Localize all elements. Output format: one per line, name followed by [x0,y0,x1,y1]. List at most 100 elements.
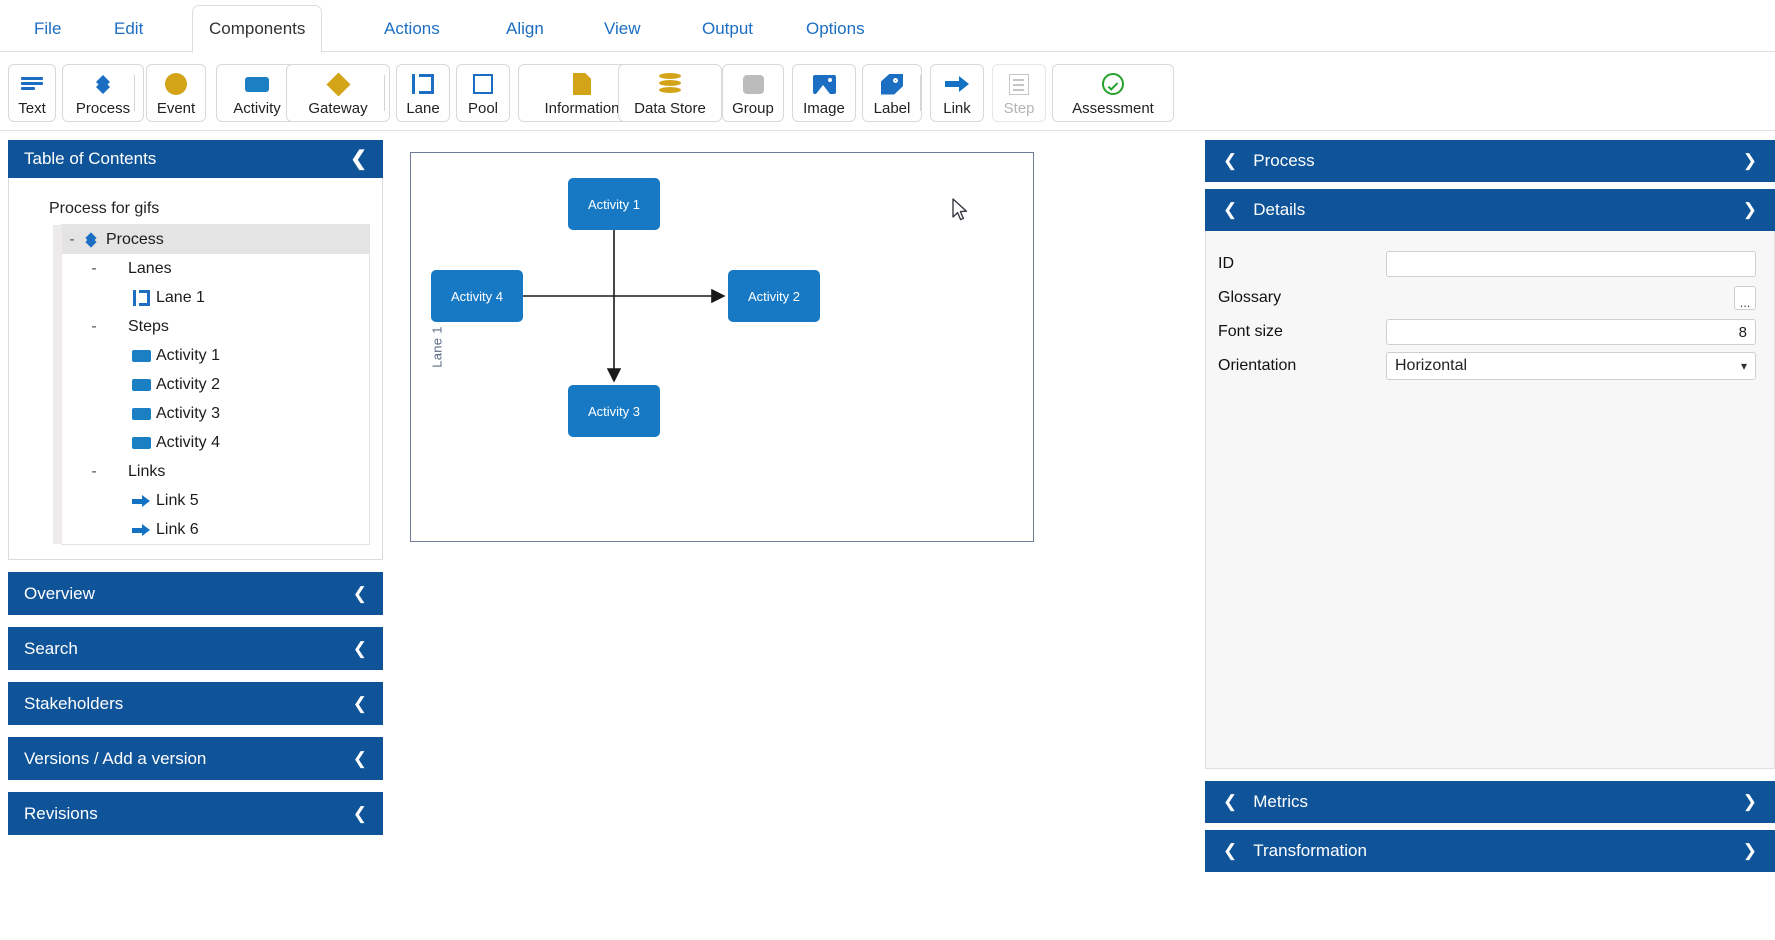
toolbar-button-link[interactable]: Link [930,64,984,122]
toolbar-button-label: Group [732,100,774,117]
chevron-left-icon[interactable]: ❮ [352,638,367,658]
font-size-input[interactable]: 8 [1386,319,1756,345]
toolbar-button-lane[interactable]: Lane [396,64,450,122]
canvas-node-activity-4[interactable]: Activity 4 [431,270,523,322]
menu-tab-view[interactable]: View [604,19,641,38]
toc-item-label: Activity 4 [156,433,221,451]
toc-item-label: Steps [128,317,169,335]
tree-collapse-toggle[interactable]: - [91,259,97,277]
toolbar-button-label: Process [75,100,131,117]
right-panel: ❮ Process ❯ ❮ Details ❯ ID Glossary ... … [1205,140,1775,872]
panel-header-transformation[interactable]: ❮Transformation❯ [1205,830,1775,872]
chevron-right-icon[interactable]: ❯ [1742,151,1757,170]
toc-item-activity-1[interactable]: Activity 1 [62,341,369,370]
menu-tab-align[interactable]: Align [506,19,544,38]
toc-item-link-6[interactable]: Link 6 [62,515,369,544]
panel-header-metrics[interactable]: ❮ Metrics ❯ [1205,781,1775,823]
toolbar-button-label: Label [873,100,911,117]
step-list-icon [1004,71,1034,97]
toolbar-button-assessment[interactable]: Assessment [1052,64,1174,122]
toolbar-button-gateway[interactable]: Gateway [286,64,390,122]
chevron-left-icon[interactable]: ❮ [1223,151,1238,170]
toolbar-button-label[interactable]: Label [862,64,922,122]
menu-tab-options[interactable]: Options [806,19,865,38]
chevron-left-icon[interactable]: ❮ [350,148,367,170]
menu-tab-file[interactable]: File [34,19,62,38]
toolbar-button-activity[interactable]: Activity [216,64,298,122]
toc-item-steps[interactable]: - Steps [62,312,369,341]
panel-title: Metrics [1253,792,1309,811]
chevron-left-icon[interactable]: ❮ [1223,200,1238,219]
link-arrow-icon [130,494,152,507]
toc-item-link-5[interactable]: Link 5 [62,486,369,515]
chevron-left-icon[interactable]: ❮ [352,583,367,603]
chevron-left-icon[interactable]: ❮ [1223,792,1238,811]
canvas-node-activity-1[interactable]: Activity 1 [568,178,660,230]
menu-tab-actions[interactable]: Actions [384,19,440,38]
accordion-stakeholders[interactable]: Stakeholders ❮ [8,682,383,725]
accordion-label: Stakeholders [24,693,124,713]
field-label-glossary: Glossary [1218,289,1282,306]
toc-panel-header[interactable]: Table of Contents ❮ [8,140,383,178]
chevron-right-icon[interactable]: ❯ [1742,841,1757,860]
chevron-left-icon[interactable]: ❮ [352,748,367,768]
activity-rect-icon [130,436,152,449]
toc-item-label: Link 6 [156,520,199,538]
toolbar-button-pool[interactable]: Pool [456,64,510,122]
activity-rect-icon [130,378,152,391]
left-panel: Table of Contents ❮ Process for gifs -Pr… [8,140,383,835]
field-row-id: ID [1218,247,1756,281]
toolbar-button-data-store[interactable]: Data Store [618,64,722,122]
toolbar-button-image[interactable]: Image [792,64,856,122]
toc-item-activity-4[interactable]: Activity 4 [62,428,369,457]
field-label-orientation: Orientation [1218,357,1297,374]
toc-item-links[interactable]: - Links [62,457,369,486]
toolbar-button-text[interactable]: Text [8,64,56,122]
field-label-font-size: Font size [1218,323,1283,340]
canvas-node-activity-2[interactable]: Activity 2 [728,270,820,322]
accordion-search[interactable]: Search ❮ [8,627,383,670]
accordion-revisions[interactable]: Revisions ❮ [8,792,383,835]
toc-item-activity-3[interactable]: Activity 3 [62,399,369,428]
toc-item-label: Links [128,462,166,480]
text-lines-icon [17,71,47,97]
accordion-overview[interactable]: Overview❮ [8,572,383,615]
toolbar-button-event[interactable]: Event [146,64,206,122]
tree-collapse-toggle[interactable]: - [91,462,97,480]
process-diamond-stack-icon [80,232,102,248]
details-form: ID Glossary ... Font size 8 Orientation … [1205,231,1775,769]
toc-item-label: Lane 1 [156,288,205,306]
accordion-label: Search [24,638,78,658]
chevron-left-icon[interactable]: ❮ [1223,841,1238,860]
id-input[interactable] [1386,251,1756,277]
node-label: Activity 1 [587,196,640,212]
toc-item-lane-1[interactable]: Lane 1 [62,283,369,312]
menu-tab-output[interactable]: Output [702,19,754,38]
toc-item-process[interactable]: -Process [62,225,369,254]
toc-item-label: Activity 3 [156,404,221,422]
glossary-browse-button[interactable]: ... [1734,286,1756,310]
chevron-right-icon[interactable]: ❯ [1742,200,1757,219]
process-panel-title: Process [1253,151,1315,170]
toolbar-button-process[interactable]: Process [62,64,144,122]
chevron-right-icon[interactable]: ❯ [1742,792,1757,811]
orientation-select[interactable]: Horizontal ▾ [1386,352,1756,380]
menu-tab-edit[interactable]: Edit [114,19,144,38]
toolbar-button-label: Assessment [1072,100,1154,117]
chevron-left-icon[interactable]: ❮ [352,803,367,823]
toolbar-button-group[interactable]: Group [722,64,784,122]
toc-item-activity-2[interactable]: Activity 2 [62,370,369,399]
diagram-canvas[interactable]: Lane 1 Activity 1 Activity 2 Activity 3 … [410,152,1034,542]
tree-collapse-toggle[interactable]: - [69,230,75,248]
accordion-label: Revisions [24,803,98,823]
process-panel-header[interactable]: ❮ Process ❯ [1205,140,1775,182]
details-panel-header[interactable]: ❮ Details ❯ [1205,189,1775,231]
toc-item-lanes[interactable]: -Lanes [62,254,369,283]
menu-tab-components[interactable]: Components [192,5,323,53]
accordion-versions-add-a-version[interactable]: Versions / Add a version❮ [8,737,383,780]
chevron-left-icon[interactable]: ❮ [352,693,367,713]
toolbar-button-label: Image [803,100,845,117]
tree-collapse-toggle[interactable]: - [91,317,97,335]
canvas-node-activity-3[interactable]: Activity 3 [568,385,660,437]
